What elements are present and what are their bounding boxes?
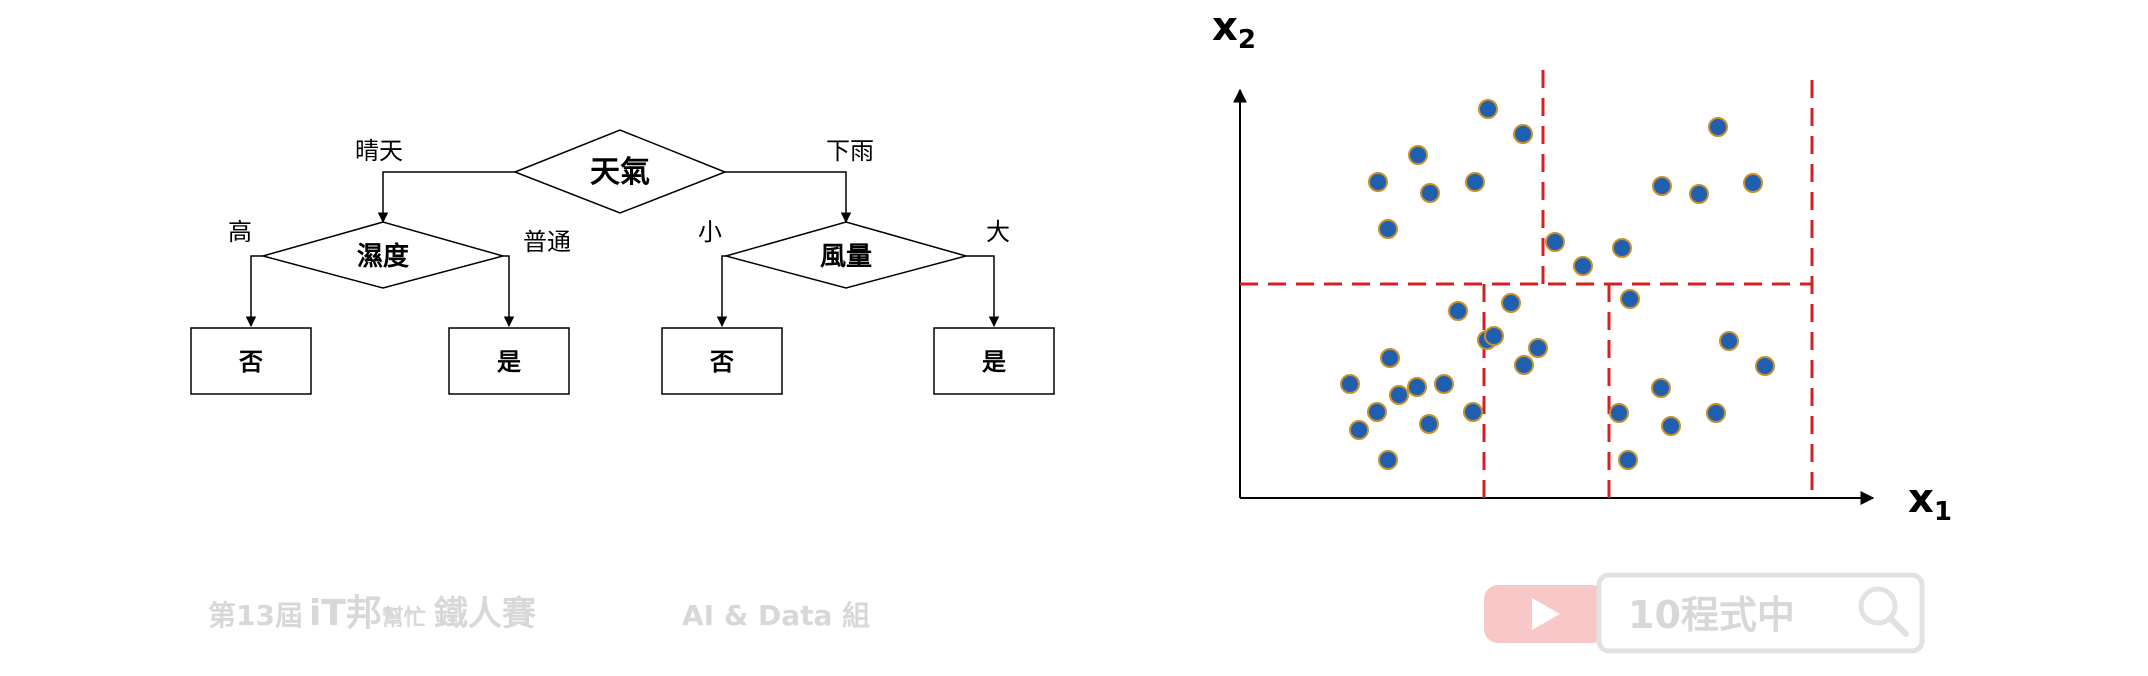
scatter-point [1755,356,1775,376]
scatter-point [1513,124,1533,144]
edge-humidity-left [245,255,263,328]
scatter-point [1501,293,1521,313]
scatter-point [1620,289,1640,309]
leaf-box-humidity-normal [448,327,570,395]
category-label: AI & Data 組 [682,599,870,632]
scatter-point [1708,117,1728,137]
root-node-label: 天氣 [590,155,650,190]
scatter-point [1434,374,1454,394]
scatter-point [1407,377,1427,397]
edge-wind-left [716,255,728,328]
search-icon [1858,586,1898,626]
scatter-point [1368,172,1388,192]
scatter-point [1465,172,1485,192]
scatter-point [1528,338,1548,358]
scatter-point [1743,173,1763,193]
scatter-point [1408,145,1428,165]
scatter-point [1448,301,1468,321]
edge-humidity-right [503,255,515,328]
scatter-point [1609,403,1629,423]
scatter-point [1719,331,1739,351]
scatter-point [1478,99,1498,119]
edge-label-normal: 普通 [523,228,571,256]
scatter-point [1380,348,1400,368]
x-axis-label: x1 [1908,476,1952,527]
scatter-point [1349,420,1369,440]
scatter-point [1340,374,1360,394]
humidity-node-label: 濕度 [357,241,409,272]
leaf-box-wind-small [661,327,783,395]
search-text: 10程式中 [1628,593,1795,637]
edge-label-high: 高 [228,218,252,246]
scatter-point [1367,402,1387,422]
scatter-point [1378,219,1398,239]
edge-label-sunny: 晴天 [355,137,403,165]
scatter-point [1706,403,1726,423]
leaf-label-humidity-normal: 是 [497,348,521,376]
scatter-point [1618,450,1638,470]
edge-wind-right [966,255,1000,328]
scatter-partition-plot: x2 x1 [1212,4,1952,527]
scatter-point [1661,416,1681,436]
leaf-label-wind-big: 是 [982,348,1006,376]
scatter-points [1340,99,1775,470]
scatter-point [1420,183,1440,203]
split-lines [1240,70,1814,498]
scatter-point [1419,414,1439,434]
scatter-point [1545,232,1565,252]
scatter-point [1514,355,1534,375]
y-axis-label: x2 [1212,4,1256,55]
edge-label-rain: 下雨 [826,137,874,165]
scatter-point [1378,450,1398,470]
scatter-point [1389,385,1409,405]
search-box[interactable] [1596,572,1925,654]
scatter-point [1689,184,1709,204]
wind-node-label: 風量 [820,242,872,272]
scatter-point [1652,176,1672,196]
decision-tree: 天氣 晴天 下雨 濕度 高 普通 風量 小 大 否 是 否 是 [190,129,1055,395]
edge-label-small: 小 [698,218,722,246]
leaf-box-humidity-high [190,327,312,395]
leaf-box-wind-big [933,327,1055,395]
edge-label-big: 大 [986,218,1010,246]
search-icon-handle [1887,615,1909,637]
scatter-point [1651,378,1671,398]
edge-root-right [725,171,852,224]
scatter-point [1573,256,1593,276]
scatter-point [1463,402,1483,422]
leaf-label-wind-small: 否 [709,348,734,376]
scatter-point [1484,326,1504,346]
edge-root-left [377,171,515,224]
scatter-point [1612,238,1632,258]
leaf-label-humidity-high: 否 [238,348,263,376]
play-icon [1532,598,1560,630]
